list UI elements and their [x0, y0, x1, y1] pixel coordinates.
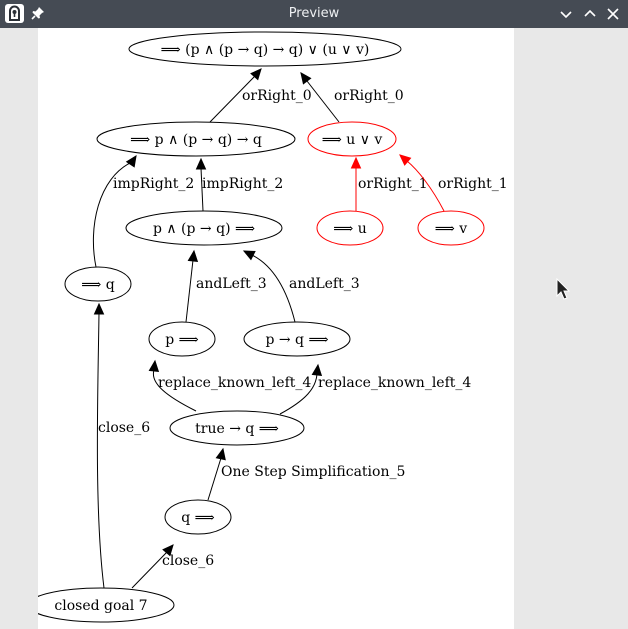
window-titlebar: Preview — [0, 0, 628, 28]
graph-edge-n2-n0: orRight_0 — [300, 72, 404, 123]
node-label: ⟹ p ∧ (p → q) → q — [130, 132, 262, 148]
arrowhead-icon — [311, 363, 323, 377]
mouse-pointer-icon — [556, 277, 572, 302]
graph-node-n11[interactable]: closed goal 7 — [38, 587, 175, 623]
edge-line — [209, 76, 255, 123]
graph-node-n3[interactable]: p ∧ (p → q) ⟹ — [125, 210, 283, 246]
graph-node-n6[interactable]: ⟹ q — [64, 266, 132, 302]
node-ellipse — [148, 321, 216, 357]
edge-label: andLeft_3 — [289, 276, 360, 292]
node-ellipse — [243, 321, 351, 357]
arrowhead-icon — [93, 302, 105, 315]
graph-edge-n3-n1: impRight_2 — [195, 157, 283, 212]
graph-edge-n9-n7: replace_known_left_4 — [148, 359, 311, 412]
graph-edge-n4-n2: orRight_1 — [350, 156, 428, 211]
node-label: ⟹ u ∨ v — [322, 132, 383, 148]
graph-node-n4[interactable]: ⟹ u — [316, 210, 384, 246]
edge-line — [92, 161, 133, 268]
graph-node-n5[interactable]: ⟹ v — [417, 210, 485, 246]
node-label: q ⟹ — [181, 510, 214, 526]
edge-line — [131, 551, 168, 589]
edge-line — [406, 160, 445, 212]
edge-label: andLeft_3 — [196, 276, 267, 292]
graph-canvas: orRight_0 orRight_0 impRight_2 impRight_2 or… — [38, 28, 514, 629]
node-ellipse — [64, 266, 132, 302]
graph-node-n7[interactable]: p ⟹ — [148, 321, 216, 357]
node-ellipse — [316, 210, 384, 246]
edge-label: replace_known_left_4 — [158, 375, 311, 391]
node-ellipse — [128, 31, 402, 67]
graph-edge-n11-n6: close_6 — [93, 302, 150, 589]
node-ellipse — [164, 499, 232, 535]
node-label: p ⟹ — [165, 332, 198, 348]
edge-label: close_6 — [162, 553, 214, 569]
graph-node-n10[interactable]: q ⟹ — [164, 499, 232, 535]
edge-line — [251, 254, 296, 323]
graph-node-n8[interactable]: p → q ⟹ — [243, 321, 351, 357]
arrowhead-icon — [250, 68, 262, 81]
arrowhead-icon — [148, 359, 160, 373]
edge-label: impRight_2 — [113, 176, 194, 192]
node-ellipse — [38, 587, 175, 623]
edge-label: orRight_1 — [358, 176, 428, 192]
graph-node-n2[interactable]: ⟹ u ∨ v — [307, 121, 397, 157]
edge-label: orRight_0 — [334, 88, 404, 104]
chevron-up-icon[interactable] — [580, 4, 600, 24]
graph-edge-n11-n10: close_6 — [131, 544, 214, 589]
graph-node-n9[interactable]: true → q ⟹ — [169, 410, 305, 446]
node-label: closed goal 7 — [54, 598, 147, 614]
node-label: p ∧ (p → q) ⟹ — [153, 221, 255, 237]
node-ellipse — [169, 410, 305, 446]
chevron-down-icon[interactable] — [556, 4, 576, 24]
edge-label: One Step Simplification_5 — [221, 464, 405, 480]
graph-node-n1[interactable]: ⟹ p ∧ (p → q) → q — [96, 121, 296, 157]
edge-label: orRight_0 — [242, 88, 312, 104]
arrowhead-icon — [125, 154, 137, 168]
edge-line — [306, 80, 340, 123]
edge-line — [152, 369, 197, 412]
arrowhead-icon — [215, 447, 226, 461]
edge-label: impRight_2 — [202, 176, 283, 192]
node-ellipse — [96, 121, 296, 157]
edge-line — [200, 167, 204, 212]
edge-label: replace_known_left_4 — [318, 375, 471, 391]
node-label: p → q ⟹ — [265, 332, 328, 348]
edge-line — [96, 312, 105, 589]
graph-edge-n7-n3: andLeft_3 — [185, 249, 267, 323]
graph-edge-n9-n8: replace_known_left_4 — [279, 363, 471, 415]
window-title: Preview — [288, 6, 340, 21]
node-label: ⟹ (p ∧ (p → q) → q) ∨ (u ∨ v) — [161, 42, 370, 58]
arrowhead-icon — [242, 250, 256, 261]
graph-edge-n8-n3: andLeft_3 — [242, 250, 360, 323]
node-label: ⟹ v — [435, 221, 468, 237]
arrowhead-icon — [350, 156, 362, 169]
arrowhead-icon — [399, 154, 412, 166]
graph-edge-n10-n9: One Step Simplification_5 — [207, 447, 405, 501]
edge-line — [185, 259, 194, 323]
node-label: true → q ⟹ — [195, 421, 279, 437]
close-icon[interactable] — [603, 4, 623, 24]
edge-line — [207, 457, 222, 501]
graph-node-n0[interactable]: ⟹ (p ∧ (p → q) → q) ∨ (u ∨ v) — [128, 31, 402, 67]
edge-label: orRight_1 — [438, 176, 508, 192]
arrowhead-icon — [162, 544, 174, 557]
arrowhead-icon — [195, 157, 207, 170]
graph-edge-n5-n2: orRight_1 — [399, 154, 508, 212]
pin-icon[interactable] — [30, 5, 46, 21]
node-ellipse — [417, 210, 485, 246]
node-label: ⟹ u — [333, 221, 367, 237]
proof-graph: orRight_0 orRight_0 impRight_2 impRight_2 or… — [38, 31, 508, 623]
node-ellipse — [307, 121, 397, 157]
graph-edge-n6-n1: impRight_2 — [92, 154, 194, 268]
edge-label: close_6 — [98, 420, 150, 436]
arrowhead-icon — [300, 72, 312, 85]
edge-line — [279, 373, 318, 415]
graph-edge-n1-n0: orRight_0 — [209, 68, 312, 123]
node-ellipse — [125, 210, 283, 246]
arrowhead-icon — [187, 249, 199, 263]
node-label: ⟹ q — [81, 277, 115, 293]
keyhole-app-icon — [5, 4, 24, 23]
